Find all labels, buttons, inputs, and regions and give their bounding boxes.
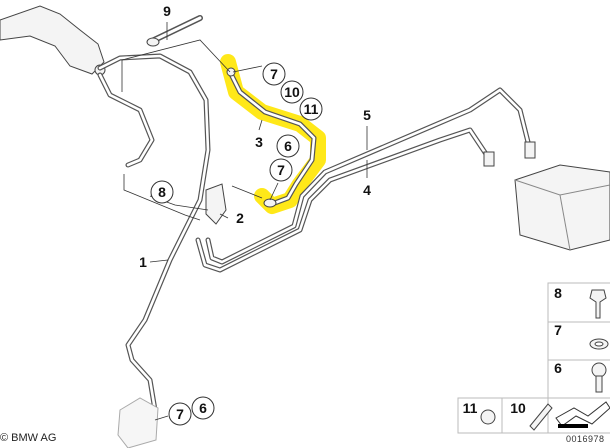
panel-item-8-bolt: 8 [554, 285, 607, 319]
callout-10: 10 [280, 80, 304, 104]
panel-item-6-banjo-bolt: 6 [554, 360, 607, 393]
abs-unit [514, 164, 610, 251]
svg-text:7: 7 [554, 322, 562, 338]
svg-text:11: 11 [463, 400, 478, 416]
callout-2: 2 [236, 210, 244, 226]
part-4-5-brake-lines [195, 87, 536, 273]
image-code: 0016978 [566, 434, 605, 444]
callout-11: 11 [299, 97, 323, 121]
svg-text:7: 7 [270, 66, 278, 82]
part-1-brake-line [97, 53, 211, 433]
part-2-bracket [205, 183, 227, 225]
svg-text:8: 8 [158, 184, 166, 200]
arrow-icon [555, 401, 610, 428]
callout-8: 8 [150, 180, 174, 204]
leader-lines [121, 22, 368, 421]
svg-text:10: 10 [284, 84, 300, 100]
svg-text:7: 7 [176, 406, 184, 422]
callout-7-top: 7 [262, 62, 286, 86]
callout-4: 4 [363, 182, 371, 198]
brake-caliper [117, 397, 159, 448]
svg-text:6: 6 [199, 400, 207, 416]
svg-text:6: 6 [554, 360, 562, 376]
callout-6-bottom: 6 [191, 396, 215, 420]
panel-item-11-cap: 11 [463, 400, 496, 425]
part-9-strap [146, 15, 203, 47]
handlebar-master-cylinder [0, 5, 106, 76]
part-3-hose [226, 67, 317, 208]
callout-1: 1 [139, 254, 147, 270]
callout-5: 5 [363, 107, 371, 123]
callout-6-mid: 6 [276, 134, 300, 158]
callout-7-mid: 7 [269, 158, 293, 182]
svg-text:8: 8 [554, 285, 562, 301]
callout-7-bottom: 7 [168, 402, 192, 426]
panel-item-10-bleed-valve: 10 [510, 400, 553, 431]
callout-3: 3 [255, 134, 263, 150]
callout-9: 9 [163, 3, 171, 19]
copyright-label: © BMW AG [0, 432, 57, 444]
parts-panel: 8 7 6 11 10 [457, 282, 610, 434]
svg-text:10: 10 [510, 400, 526, 416]
svg-text:7: 7 [277, 162, 285, 178]
panel-item-7-washer: 7 [554, 322, 609, 350]
svg-text:11: 11 [304, 101, 319, 117]
svg-text:6: 6 [284, 138, 292, 154]
